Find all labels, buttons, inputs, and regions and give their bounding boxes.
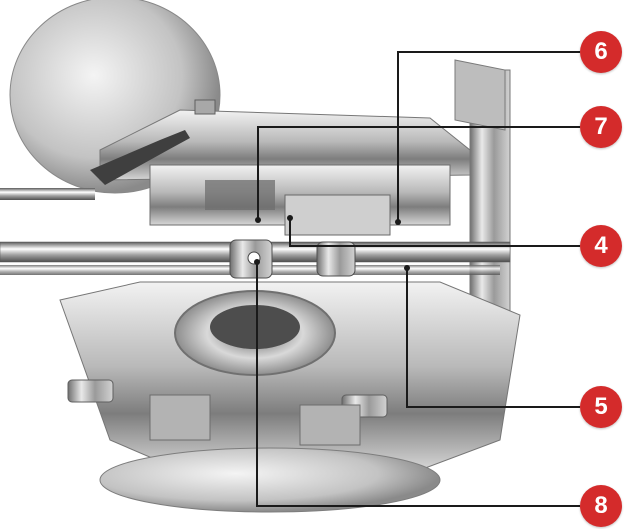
leader-6 [397, 51, 580, 222]
collar-right [316, 241, 356, 277]
right-bracket [454, 59, 506, 131]
clamp-block-right [299, 404, 361, 446]
leader-5 [406, 268, 580, 408]
leader-4 [289, 218, 580, 247]
base-disc [99, 447, 441, 513]
spring-pin [194, 99, 216, 115]
upper-rod-left [0, 188, 95, 200]
leader-8-dot [254, 259, 260, 265]
leader-7 [257, 126, 580, 220]
central-carriage [284, 194, 391, 236]
lever-arm [90, 130, 190, 185]
bore-opening [210, 305, 300, 349]
leader-7-dot [255, 217, 261, 223]
callout-4: 4 [580, 225, 622, 267]
leader-6-dot [395, 219, 401, 225]
callout-7: 7 [580, 106, 622, 148]
leader-8 [256, 262, 580, 507]
callout-5: 5 [580, 386, 622, 428]
callout-8: 8 [580, 485, 622, 527]
callout-6: 6 [580, 31, 622, 73]
leader-4-dot [287, 215, 293, 221]
leader-5-dot [404, 265, 410, 271]
clamp-block-left [149, 394, 211, 441]
bolt-left [67, 379, 114, 403]
upper-cavity [205, 180, 275, 210]
